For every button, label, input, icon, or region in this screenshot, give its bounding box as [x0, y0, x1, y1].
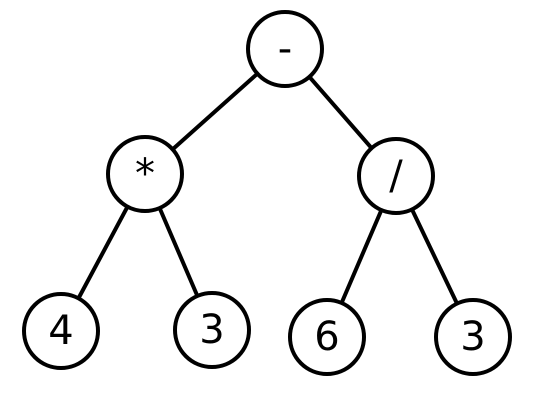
node-circle [173, 291, 251, 369]
edge-div-to-leaf-3b [409, 207, 460, 306]
node-label: / [389, 153, 403, 199]
node-circle [357, 137, 435, 215]
node-circle [434, 298, 512, 376]
edge-div-to-leaf-6 [339, 208, 384, 305]
node-label: - [278, 26, 292, 72]
edge-root-to-mul [170, 71, 260, 152]
node-label: * [135, 151, 155, 197]
edge-root-to-div [307, 74, 374, 151]
node-mul: * [106, 135, 184, 213]
node-label: 3 [460, 314, 485, 360]
node-label: 6 [314, 314, 339, 360]
node-circle [288, 298, 366, 376]
node-circle [246, 10, 324, 88]
node-leaf-3a: 3 [173, 291, 251, 369]
tree-edges [76, 71, 460, 306]
edge-mul-to-leaf-4 [76, 204, 130, 301]
node-circle [22, 292, 100, 370]
node-leaf-6: 6 [288, 298, 366, 376]
node-root: - [246, 10, 324, 88]
node-div: / [357, 137, 435, 215]
node-circle [106, 135, 184, 213]
node-leaf-4: 4 [22, 292, 100, 370]
node-label: 3 [199, 307, 224, 353]
tree-nodes: - * / 4 3 6 3 [22, 10, 512, 376]
node-leaf-3b: 3 [434, 298, 512, 376]
node-label: 4 [48, 308, 73, 354]
edge-mul-to-leaf-3a [157, 205, 200, 299]
